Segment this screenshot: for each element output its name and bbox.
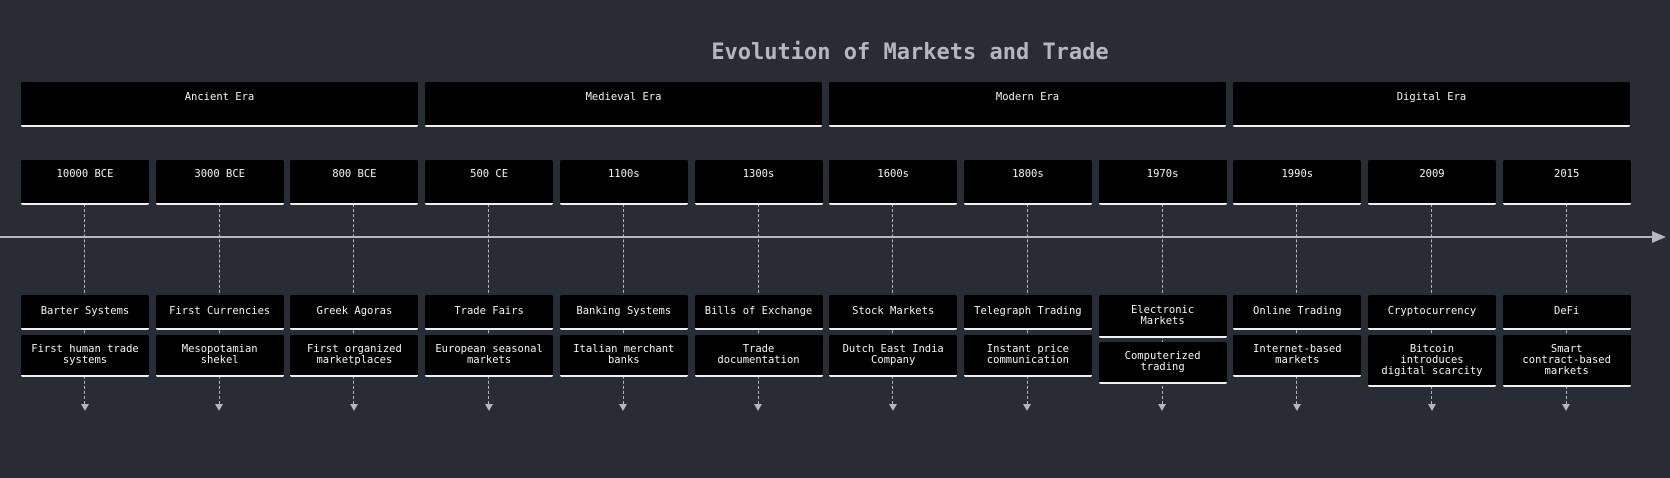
connector-arrowhead	[888, 404, 897, 411]
period-label: 800 BCE	[290, 160, 419, 205]
connector-arrowhead	[1427, 404, 1436, 411]
connector-arrowhead	[619, 404, 628, 411]
connector-arrowhead	[80, 404, 89, 411]
connector-arrowhead	[754, 404, 762, 411]
event-description: Instant price communication	[963, 335, 1092, 377]
period-label: 2015	[1502, 160, 1631, 205]
connector-arrowhead	[1158, 404, 1167, 411]
event-label: Stock Markets	[829, 295, 958, 330]
period-label: 3000 BCE	[155, 160, 284, 205]
section-digital-era: Digital Era	[1233, 82, 1630, 127]
event-description: Dutch East India Company	[829, 335, 958, 377]
event-label: DeFi	[1502, 295, 1631, 330]
section-medieval-era: Medieval Era	[425, 82, 822, 127]
event-description: First human trade systems	[21, 335, 149, 377]
event-label: Barter Systems	[21, 295, 149, 330]
timeline-axis	[0, 236, 1652, 238]
connector-arrowhead	[1023, 404, 1032, 411]
event-label: Bills of Exchange	[694, 295, 823, 330]
event-label: First Currencies	[155, 295, 284, 330]
event-description: Bitcoin introduces digital scarcity	[1368, 335, 1496, 387]
period-label: 1800s	[963, 160, 1092, 205]
event-description: European seasonal markets	[425, 335, 554, 377]
period-label: 1600s	[829, 160, 958, 205]
period-label: 1300s	[694, 160, 823, 205]
period-label: 1100s	[559, 160, 688, 205]
event-description: First organized marketplaces	[290, 335, 419, 377]
event-description: Italian merchant banks	[559, 335, 688, 377]
section-modern-era: Modern Era	[829, 82, 1226, 127]
connector-arrowhead	[215, 404, 224, 411]
event-description: Mesopotamian shekel	[155, 335, 284, 377]
event-description: Smart contract-based markets	[1502, 335, 1631, 387]
section-ancient-era: Ancient Era	[21, 82, 418, 127]
event-label: Electronic Markets	[1098, 295, 1227, 338]
event-label: Trade Fairs	[425, 295, 554, 330]
period-label: 1990s	[1233, 160, 1362, 205]
event-description: Internet-based markets	[1233, 335, 1362, 377]
connector-arrowhead	[484, 404, 493, 411]
period-label: 500 CE	[425, 160, 554, 205]
event-label: Greek Agoras	[290, 295, 419, 330]
event-label: Online Trading	[1233, 295, 1362, 330]
event-label: Cryptocurrency	[1368, 295, 1496, 330]
event-description: Trade documentation	[694, 335, 823, 377]
connector-arrowhead	[1562, 404, 1571, 411]
connector-arrowhead	[1292, 404, 1301, 411]
period-label: 10000 BCE	[21, 160, 149, 205]
period-label: 2009	[1368, 160, 1496, 205]
event-label: Banking Systems	[559, 295, 688, 330]
event-description: Computerized trading	[1098, 342, 1227, 384]
timeline-arrowhead	[1652, 231, 1666, 243]
diagram-title: Evolution of Markets and Trade	[711, 40, 1109, 65]
connector-arrowhead	[349, 404, 358, 411]
period-label: 1970s	[1098, 160, 1227, 205]
event-label: Telegraph Trading	[963, 295, 1092, 330]
